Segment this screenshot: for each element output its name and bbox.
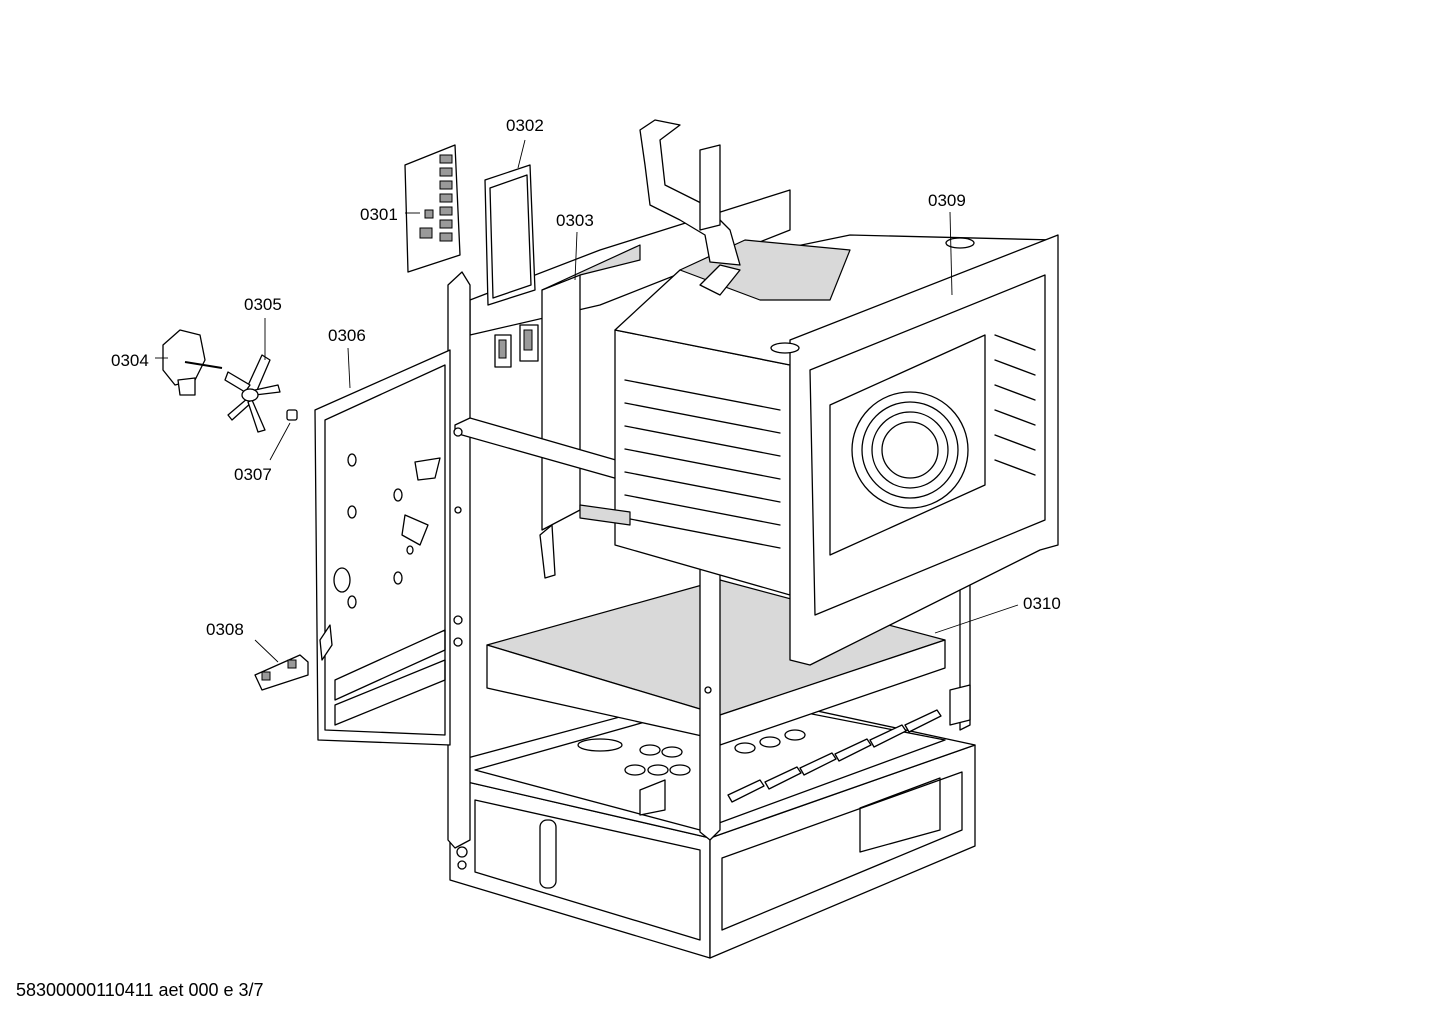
support-bracket	[539, 524, 556, 579]
label-0303: 0303	[556, 211, 594, 230]
part-0304-fan-motor	[162, 329, 223, 396]
leader-lines	[155, 139, 1019, 663]
label-0305: 0305	[244, 295, 282, 314]
clip-bracket	[579, 504, 631, 526]
label-0302: 0302	[506, 116, 544, 135]
part-0301-circuit-board	[404, 144, 461, 273]
part-0309-oven-cavity	[614, 119, 1059, 666]
label-0309: 0309	[928, 191, 966, 210]
part-0307-nut	[286, 409, 298, 421]
part-0302-gasket-plate	[484, 164, 536, 306]
part-0306-side-panel	[314, 349, 451, 746]
label-0304: 0304	[111, 351, 149, 370]
document-code: 58300000110411 aet 000 e 3/7	[16, 980, 264, 1000]
label-0306: 0306	[328, 326, 366, 345]
label-0307: 0307	[234, 465, 272, 484]
hinge-bracket	[949, 684, 971, 726]
label-0301: 0301	[360, 205, 398, 224]
part-labels: 0301 0302 0303 0304 0305 0306 0307 0308 …	[111, 116, 1061, 639]
label-0308: 0308	[206, 620, 244, 639]
label-0310: 0310	[1023, 594, 1061, 613]
part-0308-bracket	[254, 654, 309, 691]
part-0305-fan-wheel	[224, 354, 281, 433]
